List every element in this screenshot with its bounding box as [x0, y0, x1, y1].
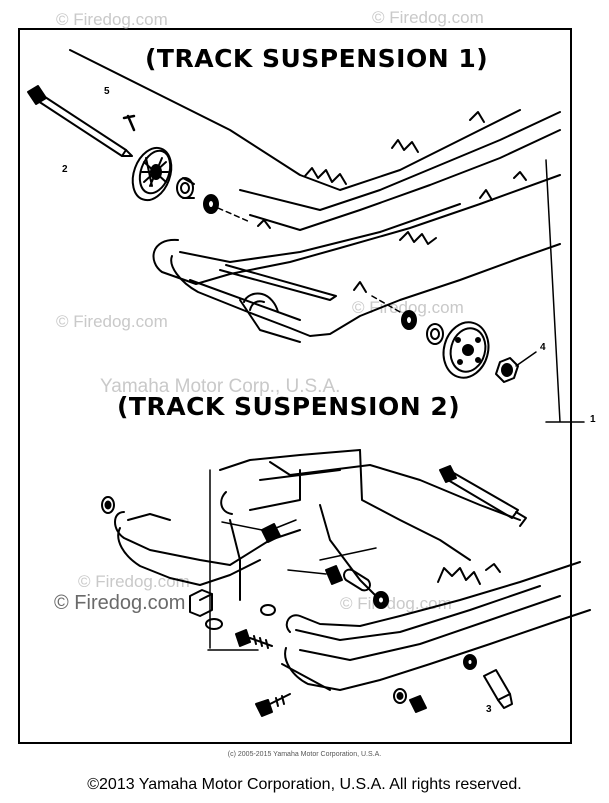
callout-part-4: 4	[540, 342, 546, 353]
rear-slide-frame	[207, 449, 521, 651]
collar-middle	[287, 547, 377, 585]
bushing-center	[343, 568, 389, 609]
collar-upper	[221, 519, 297, 543]
watermark-middle-left: © Firedog.com	[56, 312, 168, 331]
spacer-block	[189, 589, 276, 630]
small-pin	[122, 114, 136, 132]
rear-axle-shaft	[439, 465, 527, 527]
watermark-lower-right: © Firedog.com	[340, 594, 452, 613]
axle-nut	[495, 351, 537, 383]
wheel-spacer-upper	[176, 177, 195, 199]
idler-wheel-lower	[371, 295, 490, 379]
hex-screw	[235, 629, 273, 649]
heading-track-suspension-2: (TRACK SUSPENSION 2)	[117, 392, 461, 421]
rear-wheel-parts	[393, 654, 513, 713]
watermark-lower-left: © Firedog.com	[54, 592, 186, 614]
slide-rail-lower	[152, 174, 561, 343]
axle-shaft-upper	[219, 264, 337, 301]
diagram-frame	[18, 28, 572, 744]
watermark-middle-right: © Firedog.com	[352, 298, 464, 317]
wheel-bearing-upper	[203, 194, 219, 214]
watermark-center: Yamaha Motor Corp., U.S.A.	[100, 376, 341, 397]
heading-track-suspension-1: (TRACK SUSPENSION 1)	[145, 44, 489, 73]
idler-wheel-upper	[131, 146, 173, 202]
copyright-footer: ©2013 Yamaha Motor Corporation, U.S.A. A…	[87, 776, 522, 793]
rear-rail-left	[114, 491, 301, 586]
watermark-top-left: © Firedog.com	[56, 10, 168, 29]
watermark-top-right: © Firedog.com	[372, 8, 484, 27]
callout-part-5: 5	[104, 86, 110, 97]
axle-bolt	[27, 85, 133, 157]
callout-part-2: 2	[62, 164, 68, 175]
diagram-caption: (c) 2005-2015 Yamaha Motor Corporation, …	[227, 751, 382, 758]
bushing-left	[101, 496, 115, 514]
rear-rail-right	[281, 561, 591, 691]
callout-part-1: 1	[590, 414, 596, 425]
watermark-lower-left-2: © Firedog.com	[78, 572, 190, 591]
callout-part-3: 3	[486, 704, 492, 715]
slide-rail-upper	[69, 49, 561, 231]
leader-line-part-1	[545, 159, 585, 423]
mounting-screw	[255, 693, 291, 717]
